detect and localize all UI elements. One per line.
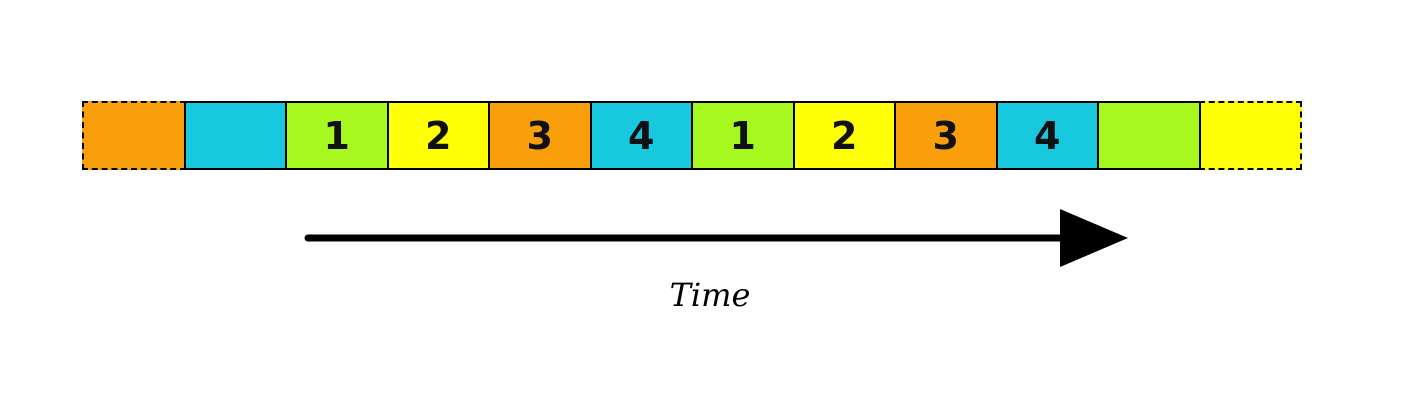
time-slot-3: 3 [894,101,998,170]
right-arrow-icon [304,209,1128,267]
time-slot-empty [1198,101,1302,170]
time-slot-4: 4 [589,101,693,170]
time-slot-1: 1 [691,101,795,170]
time-slot-1: 1 [285,101,389,170]
time-slot-4: 4 [995,101,1099,170]
time-arrow [300,205,1140,269]
time-slot-2: 2 [792,101,896,170]
time-slot-empty [183,101,287,170]
time-axis-label: Time [669,276,751,314]
time-slot-2: 2 [386,101,490,170]
time-slot-empty [82,101,186,170]
time-slot-3: 3 [488,101,592,170]
time-slot-empty [1097,101,1201,170]
